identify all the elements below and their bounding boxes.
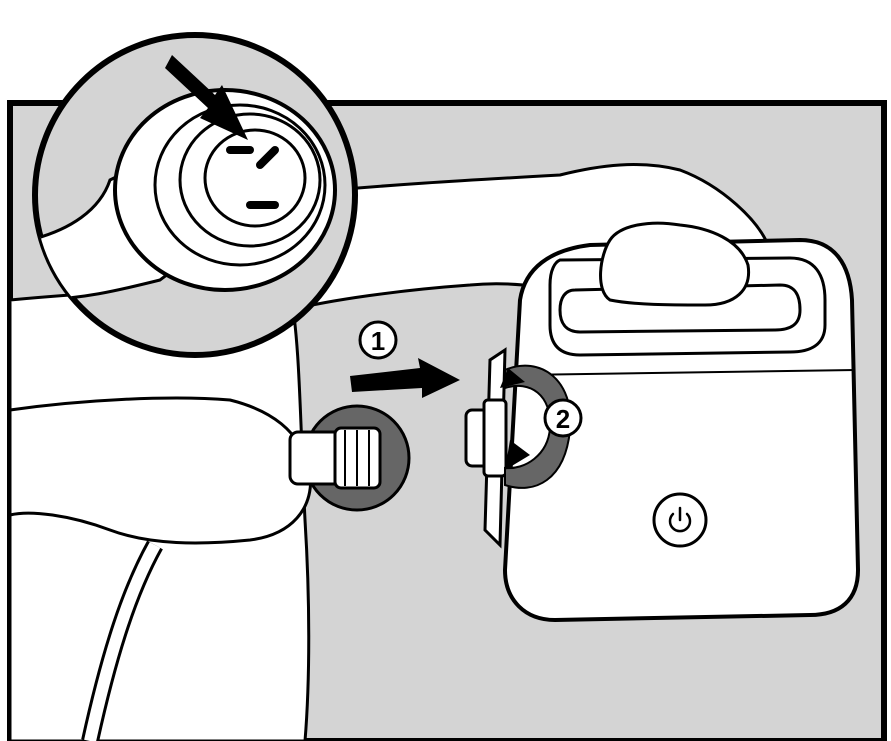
rotate-arrow-bottom bbox=[505, 440, 530, 470]
step-2-label: 2 bbox=[556, 404, 570, 434]
cable-connector bbox=[288, 426, 382, 490]
step-2-badge: 2 bbox=[543, 398, 583, 438]
push-arrow bbox=[350, 358, 460, 398]
step-1-badge: 1 bbox=[358, 320, 398, 360]
step-1-label: 1 bbox=[371, 326, 385, 356]
rotate-arrow-top bbox=[500, 368, 525, 388]
right-hand-on-handle bbox=[599, 221, 751, 307]
connector-detail-inset bbox=[32, 32, 358, 358]
unit-socket bbox=[464, 398, 508, 478]
arrow-icon bbox=[165, 55, 248, 140]
left-hand bbox=[8, 396, 313, 545]
rotation-band bbox=[504, 364, 572, 489]
power-icon bbox=[668, 506, 692, 533]
